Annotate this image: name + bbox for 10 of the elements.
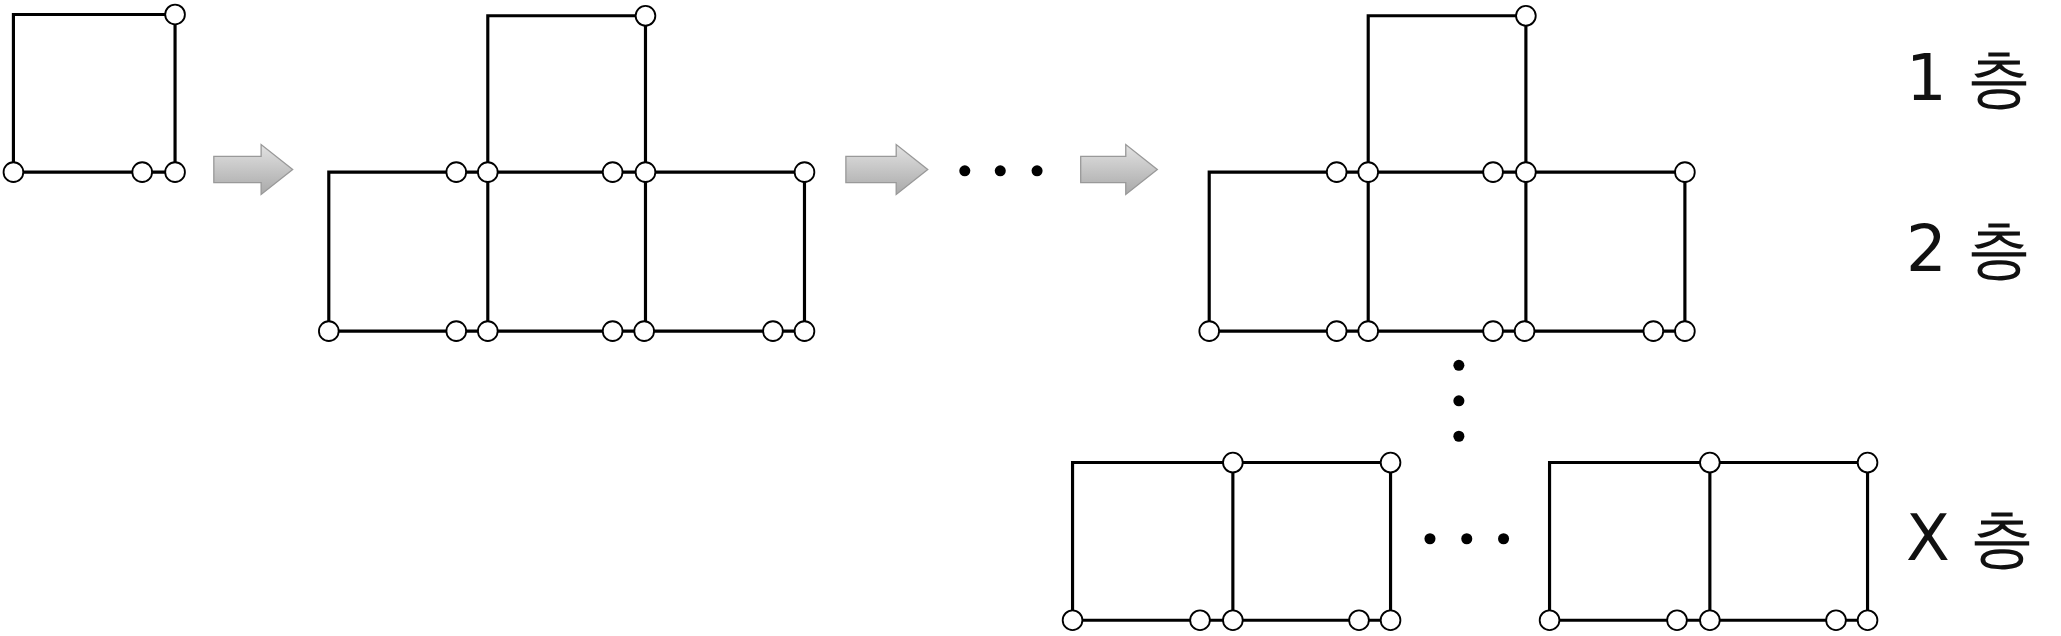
block-arrow [213, 143, 294, 196]
grid-drawing [318, 5, 816, 342]
block-arrow [1080, 143, 1159, 196]
floor-label: 1 층 [1906, 46, 2032, 110]
ellipsis-dots [959, 165, 1043, 177]
grid-drawing [1198, 5, 1696, 342]
grid-drawing [2, 3, 186, 183]
floor-label: X 층 [1906, 506, 2035, 570]
floor-label: 2 층 [1906, 217, 2032, 281]
block-arrow [845, 143, 929, 196]
